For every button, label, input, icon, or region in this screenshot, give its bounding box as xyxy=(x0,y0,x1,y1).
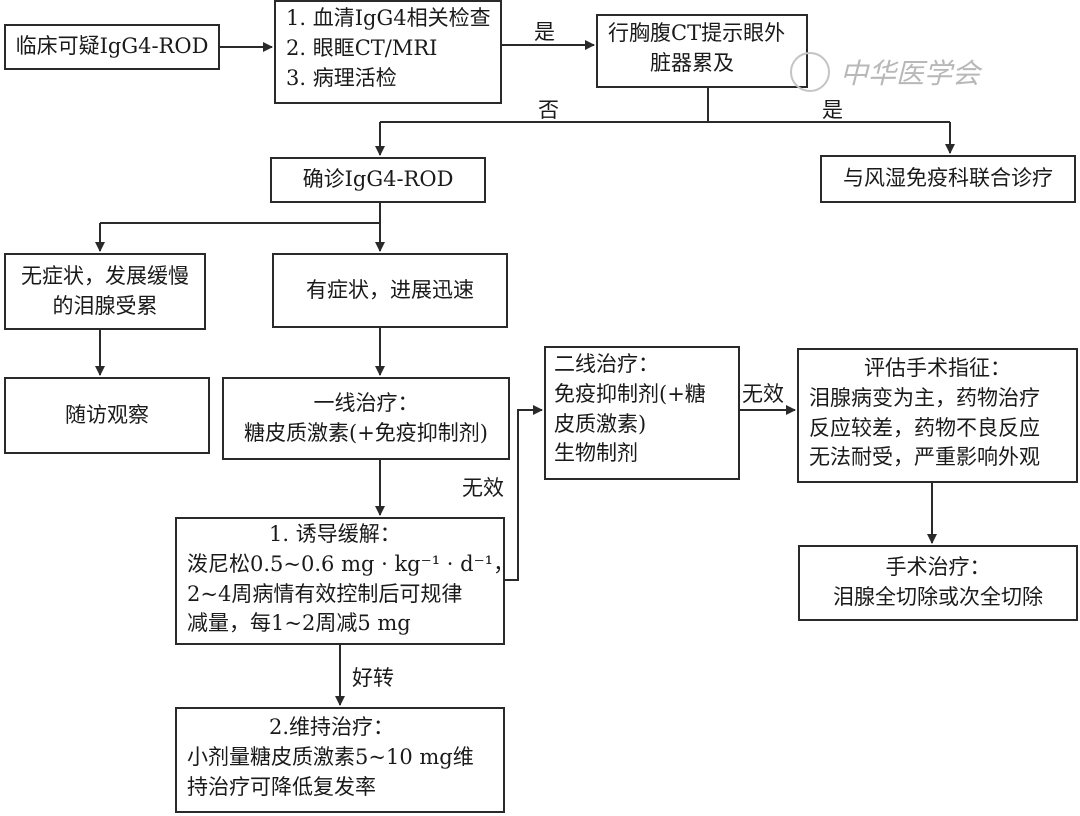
node-induce-line: 泼尼松0.5~0.6 mg · kg⁻¹ · d⁻¹， xyxy=(187,551,515,576)
node-exams-line: 3. 病理活检 xyxy=(286,65,397,90)
node-asym: 无症状，发展缓慢 的泪腺受累 xyxy=(4,253,206,330)
node-evaluate-line: 评估手术指征： xyxy=(864,356,1011,380)
node-surgery-line: 泪腺全切除或次全切除 xyxy=(833,585,1043,609)
node-exams-line: 1. 血清IgG4相关检查 xyxy=(286,6,491,30)
node-surgery: 手术治疗： 泪腺全切除或次全切除 xyxy=(798,545,1078,621)
node-ct-line: 行胸腹CT提示眼外 xyxy=(608,21,786,45)
node-confirm: 确诊IgG4-ROD xyxy=(270,157,486,203)
node-maintain-line: 持治疗可降低复发率 xyxy=(187,774,376,799)
node-induce: 1. 诱导缓解： 泼尼松0.5~0.6 mg · kg⁻¹ · d⁻¹， 2~4… xyxy=(175,517,515,645)
edge-label-yes: 是 xyxy=(534,20,555,44)
node-ct: 行胸腹CT提示眼外 脏器累及 xyxy=(596,14,808,88)
node-second-line: 皮质激素) xyxy=(554,411,647,436)
node-induce-line: 1. 诱导缓解： xyxy=(269,522,401,546)
node-asym-line: 无症状，发展缓慢 xyxy=(21,263,189,288)
watermark-text: 中华医学会 xyxy=(840,57,981,90)
node-first-line: 糖皮质激素(+免疫抑制剂) xyxy=(244,420,488,445)
node-exams-line: 2. 眼眶CT/MRI xyxy=(286,35,438,60)
node-second-line: 生物制剂 xyxy=(554,441,638,466)
node-induce-line: 减量，每1~2周减5 mg xyxy=(187,611,411,636)
node-start-line: 临床可疑IgG4-ROD xyxy=(15,34,209,59)
node-rheum: 与风湿免疫科联合诊疗 xyxy=(820,155,1076,203)
node-start: 临床可疑IgG4-ROD xyxy=(4,24,220,70)
society-logo-icon xyxy=(790,52,830,92)
node-second: 二线治疗： 免疫抑制剂(+糖 皮质激素) 生物制剂 xyxy=(544,346,740,480)
node-sym-line: 有症状，进展迅速 xyxy=(306,277,474,302)
node-follow: 随访观察 xyxy=(4,377,210,454)
node-confirm-line: 确诊IgG4-ROD xyxy=(302,167,454,192)
watermark: 中华医学会 xyxy=(790,52,980,92)
node-asym-line: 的泪腺受累 xyxy=(52,293,158,318)
node-surgery-line: 手术治疗： xyxy=(885,555,991,580)
edge-label-no: 否 xyxy=(538,98,559,122)
node-ct-line: 脏器累及 xyxy=(650,50,734,75)
node-induce-line: 2~4周病情有效控制后可规律 xyxy=(187,581,463,606)
node-sym: 有症状，进展迅速 xyxy=(272,253,508,328)
node-first: 一线治疗： 糖皮质激素(+免疫抑制剂) xyxy=(222,377,510,460)
node-first-line: 一线治疗： xyxy=(313,390,419,415)
node-maintain-line: 2.维持治疗： xyxy=(269,715,395,739)
node-evaluate-line: 泪腺病变为主，药物治疗 xyxy=(809,385,1040,410)
edge-label-invalid: 无效 xyxy=(462,476,504,500)
node-exams: 1. 血清IgG4相关检查 2. 眼眶CT/MRI 3. 病理活检 xyxy=(274,0,502,104)
edge-label-yes: 是 xyxy=(822,98,843,122)
node-maintain-line: 小剂量糖皮质激素5~10 mg维 xyxy=(187,744,474,769)
node-follow-line: 随访观察 xyxy=(65,402,149,427)
node-evaluate-line: 无法耐受，严重影响外观 xyxy=(809,445,1040,470)
edge-induce-second xyxy=(505,405,543,581)
edge-label-improve: 好转 xyxy=(352,666,394,690)
node-evaluate: 评估手术指征： 泪腺病变为主，药物治疗 反应较差，药物不良反应 无法耐受，严重影… xyxy=(797,348,1078,483)
node-second-line: 二线治疗： xyxy=(554,352,659,376)
node-evaluate-line: 反应较差，药物不良反应 xyxy=(809,415,1040,440)
node-second-line: 免疫抑制剂(+糖 xyxy=(554,381,706,406)
node-maintain: 2.维持治疗： 小剂量糖皮质激素5~10 mg维 持治疗可降低复发率 xyxy=(175,707,505,813)
edge-label-invalid: 无效 xyxy=(742,382,784,406)
node-rheum-line: 与风湿免疫科联合诊疗 xyxy=(843,166,1053,191)
